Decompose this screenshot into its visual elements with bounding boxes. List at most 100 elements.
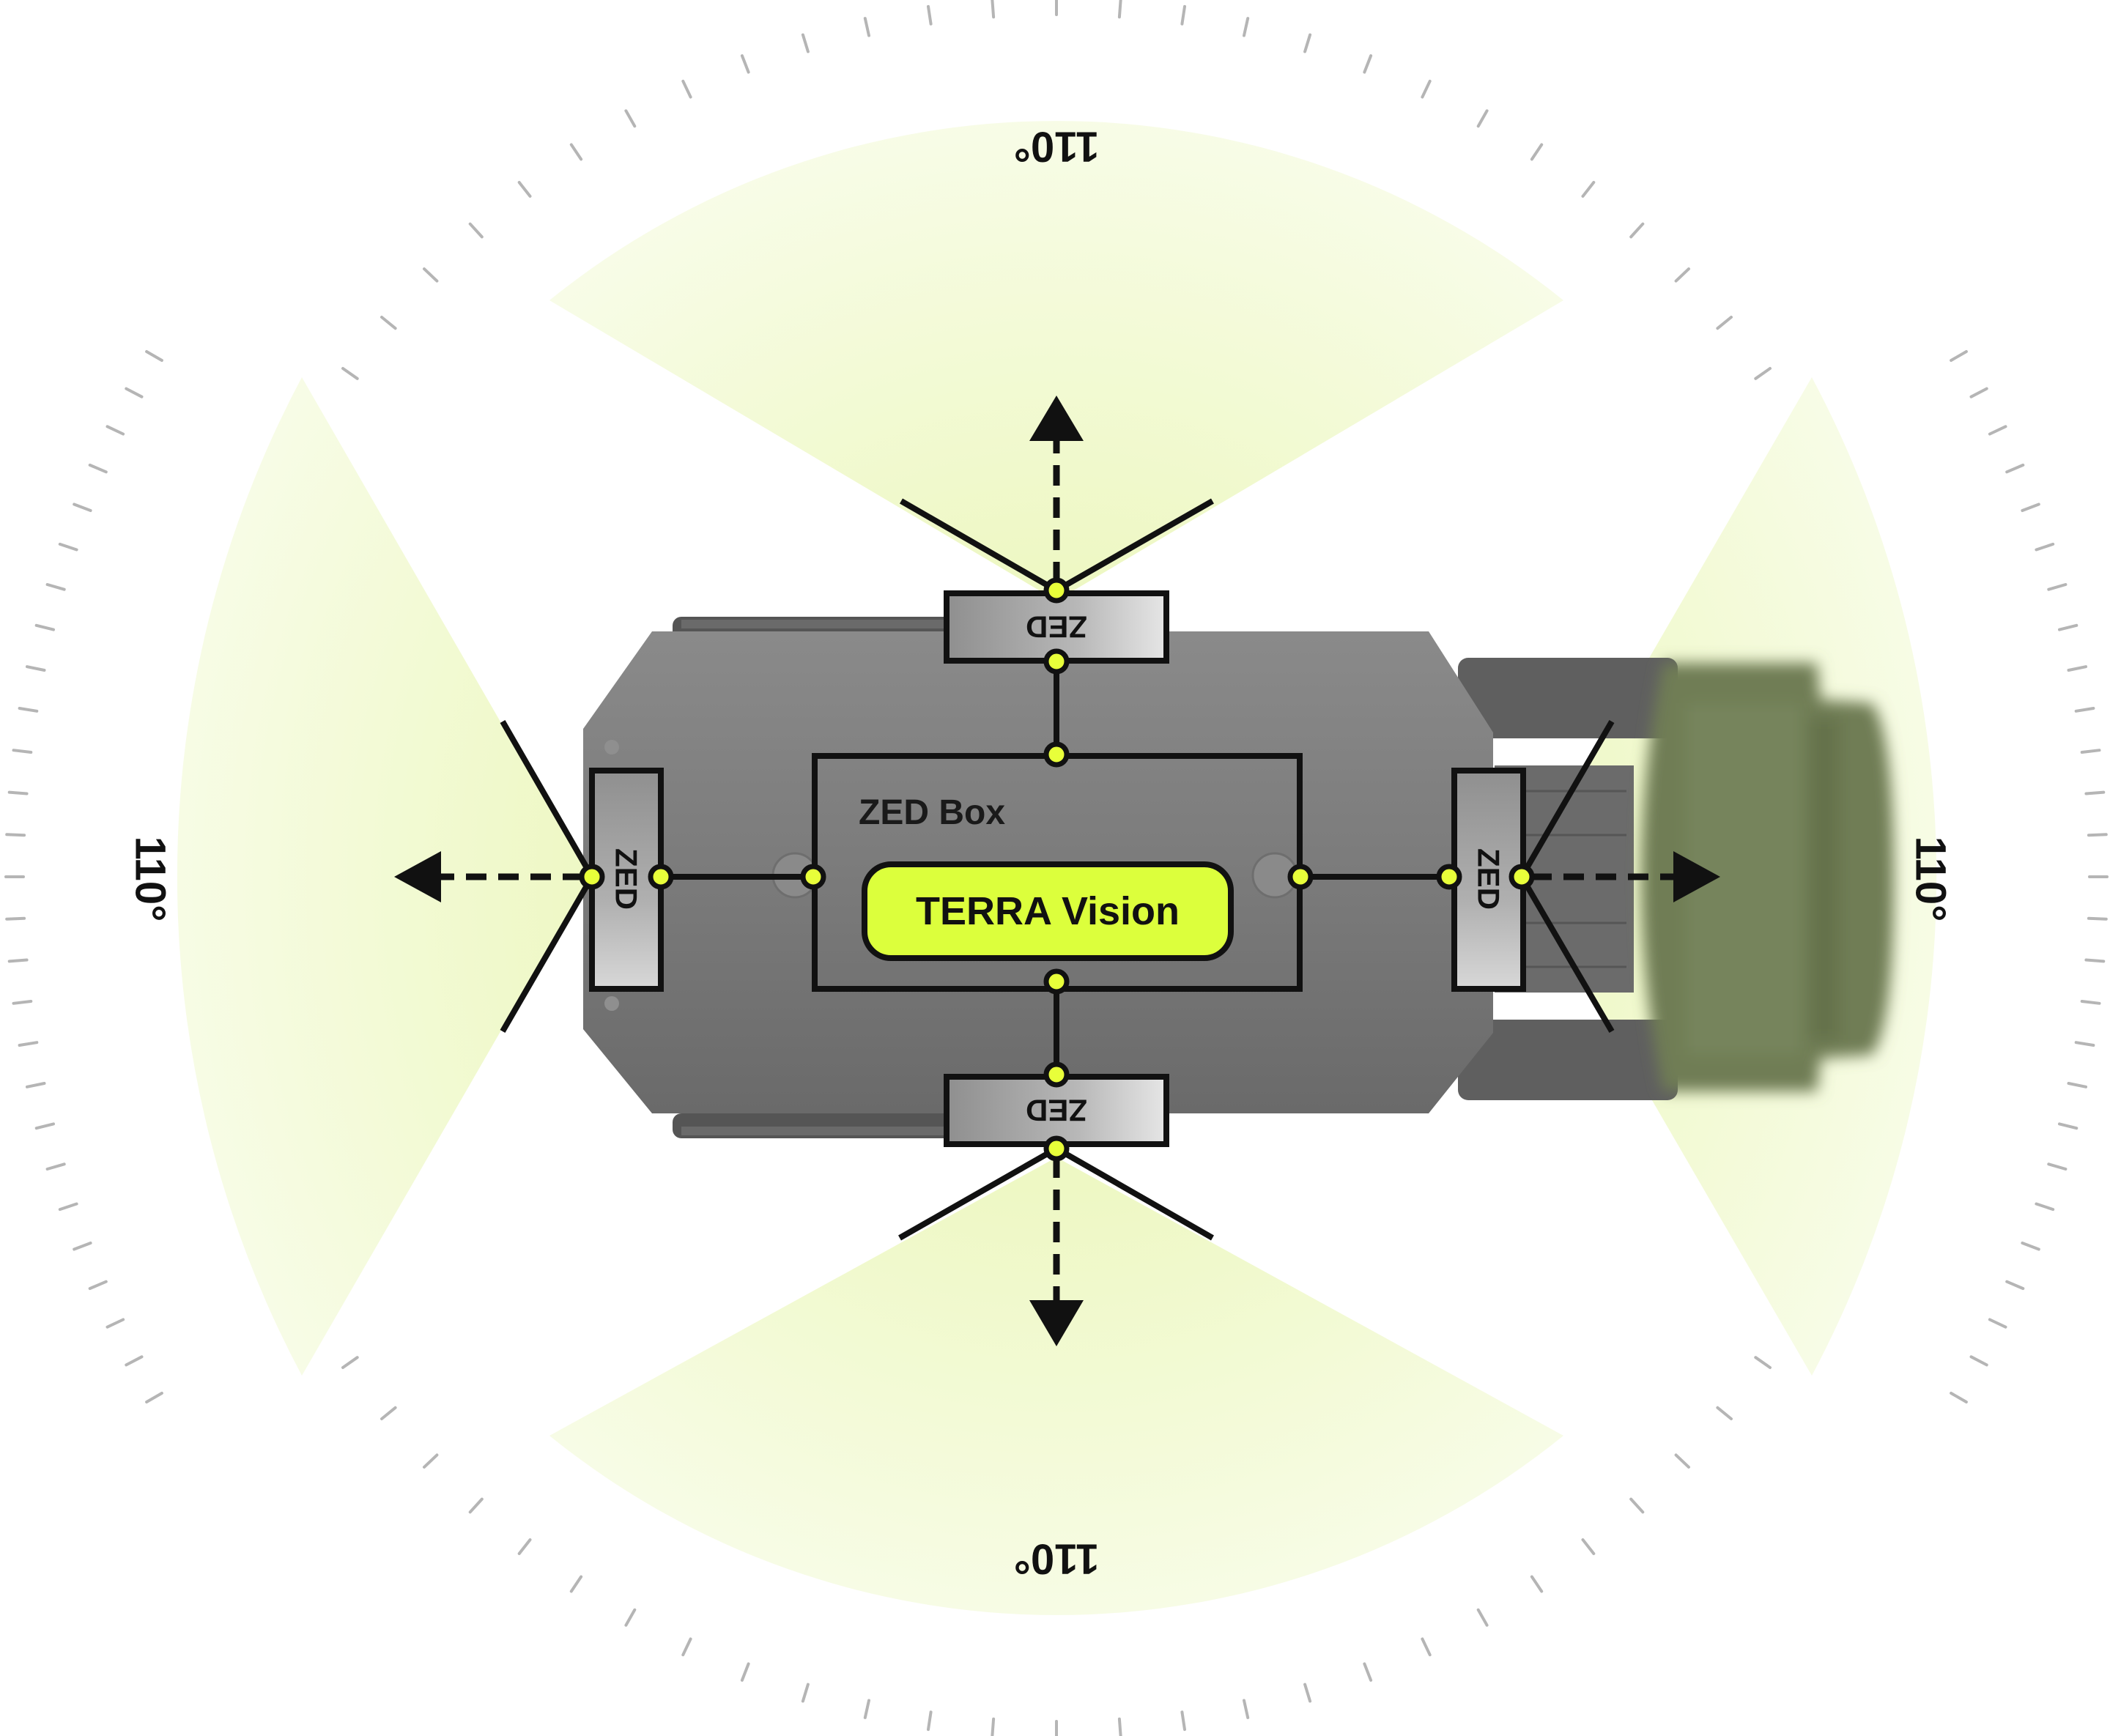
tick-mark xyxy=(2074,707,2095,713)
tick-mark xyxy=(423,1453,439,1469)
tick-mark xyxy=(1530,1575,1544,1593)
tick-mark xyxy=(1629,222,1645,239)
tick-mark xyxy=(2067,1082,2087,1088)
connector-dot xyxy=(1043,648,1070,675)
tick-mark xyxy=(2080,749,2101,754)
tick-mark xyxy=(569,1575,583,1593)
tick-mark xyxy=(7,958,29,963)
tick-mark xyxy=(624,1608,637,1627)
fov-label-right: 110° xyxy=(1907,837,1955,922)
fov-edge-front-left xyxy=(900,498,1058,593)
tick-mark xyxy=(423,267,439,283)
connector-dot xyxy=(1043,1135,1070,1162)
fov-edge-left-top xyxy=(500,720,595,878)
fov-edge-rear-left xyxy=(898,1146,1058,1241)
zed-camera-left-label: ZED xyxy=(610,848,644,910)
tick-mark xyxy=(2047,1162,2068,1171)
tick-mark xyxy=(88,1280,108,1291)
fov-edge-left-bottom xyxy=(500,875,595,1034)
zed-camera-front-label: ZED xyxy=(1026,610,1087,645)
tick-mark xyxy=(1950,1392,1968,1403)
tick-mark xyxy=(1117,0,1122,19)
tick-mark xyxy=(26,1082,46,1088)
fov-tick-marks xyxy=(4,0,2109,1736)
tick-mark xyxy=(145,1392,163,1403)
tick-mark xyxy=(1950,350,1968,362)
tick-mark xyxy=(2084,790,2106,795)
tick-mark xyxy=(1581,181,1596,198)
tick-mark xyxy=(2035,1202,2055,1212)
tick-mark xyxy=(45,1162,66,1171)
zed-camera-right-label: ZED xyxy=(1472,848,1506,910)
fov-label-rear: 110° xyxy=(1014,1535,1100,1583)
fov-sector-left xyxy=(177,377,591,1376)
connection-wires xyxy=(661,661,1449,1075)
tick-mark xyxy=(88,463,108,474)
direction-arrows xyxy=(394,396,1720,1346)
tick-mark xyxy=(740,1662,750,1682)
tick-mark xyxy=(1754,367,1772,380)
tick-mark xyxy=(517,1538,532,1555)
tick-mark xyxy=(468,1497,484,1514)
tick-mark xyxy=(73,1242,92,1251)
tick-mark xyxy=(341,367,359,380)
tick-mark xyxy=(2035,542,2055,552)
tick-mark xyxy=(5,833,26,837)
tick-mark xyxy=(12,1000,33,1005)
connector-dot xyxy=(1043,968,1070,995)
tick-mark xyxy=(1303,1683,1312,1703)
tick-mark xyxy=(1969,1355,1988,1367)
connector-dot xyxy=(1043,741,1070,768)
tick-mark xyxy=(1180,4,1186,26)
track-bottom xyxy=(673,1113,980,1138)
tick-mark xyxy=(1476,109,1489,128)
tick-mark xyxy=(2021,502,2040,512)
tick-mark xyxy=(991,1717,996,1736)
fov-edge-right-bottom xyxy=(1519,875,1615,1034)
arrow-right-icon xyxy=(1673,851,1720,902)
tick-mark xyxy=(18,1041,39,1047)
tick-mark xyxy=(18,707,39,713)
tick-mark xyxy=(927,4,933,26)
fov-edge-right-top xyxy=(1519,719,1615,879)
tick-mark xyxy=(1421,79,1432,99)
tick-mark xyxy=(468,222,484,239)
terra-vision-label: TERRA Vision xyxy=(916,889,1180,933)
zed-box-label: ZED Box xyxy=(859,793,1005,832)
connector-dot xyxy=(1509,864,1535,890)
tick-mark xyxy=(2074,1041,2095,1047)
tick-mark xyxy=(1988,425,2007,436)
arrow-down-icon xyxy=(1029,1300,1084,1346)
tick-mark xyxy=(34,1122,55,1130)
tick-mark xyxy=(1421,1637,1432,1657)
arrow-left-icon xyxy=(394,851,441,902)
arrow-up-icon xyxy=(1029,396,1084,441)
tick-mark xyxy=(1530,143,1544,161)
tick-mark xyxy=(106,425,125,436)
tick-mark xyxy=(1988,1318,2007,1329)
tick-mark xyxy=(1363,54,1373,74)
fov-sector-rear xyxy=(549,1157,1563,1615)
connector-dot xyxy=(1287,864,1314,890)
tick-mark xyxy=(681,79,692,99)
tick-mark xyxy=(1180,1710,1186,1732)
tick-mark xyxy=(58,1202,78,1212)
fov-label-left: 110° xyxy=(127,837,174,922)
tick-mark xyxy=(12,749,33,754)
tick-mark xyxy=(1243,1699,1250,1719)
tick-mark xyxy=(73,502,92,512)
tick-mark xyxy=(1674,1453,1690,1469)
zed-camera-rear-label: ZED xyxy=(1026,1094,1087,1128)
tick-mark xyxy=(2021,1242,2040,1251)
connector-dot xyxy=(1436,864,1462,890)
tick-mark xyxy=(1303,33,1312,53)
connector-dot xyxy=(648,864,674,890)
tick-mark xyxy=(801,1683,810,1703)
fov-sector-front xyxy=(549,121,1563,601)
tick-mark xyxy=(2067,665,2087,672)
tick-mark xyxy=(1754,1356,1772,1369)
connector-dot xyxy=(1043,577,1070,604)
tick-mark xyxy=(2005,463,2025,474)
terra-vision-badge xyxy=(862,861,1234,961)
